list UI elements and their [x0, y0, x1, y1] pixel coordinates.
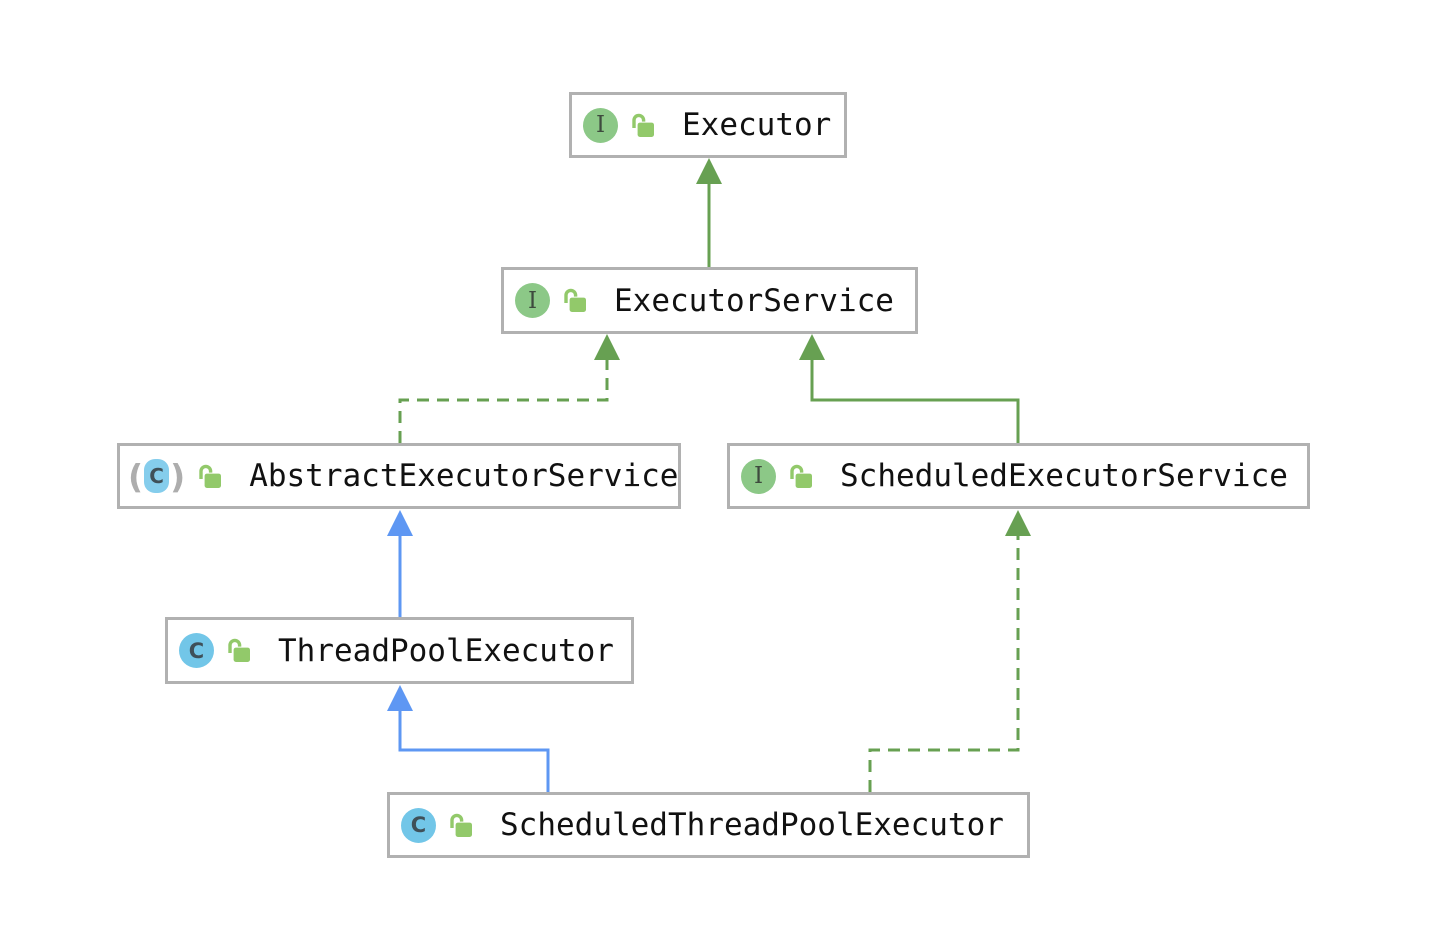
public-visibility-lock-icon — [629, 111, 656, 140]
public-visibility-lock-icon — [561, 286, 588, 315]
class-name-label: ThreadPoolExecutor — [278, 632, 614, 669]
class-icon: C — [401, 807, 436, 843]
class-node-executorservice[interactable]: I ExecutorService — [501, 267, 918, 334]
abstract-paren-open: ( — [128, 456, 144, 496]
class-node-executor[interactable]: I Executor — [569, 92, 847, 158]
class-node-abstractexecutorservice[interactable]: ( C ) AbstractExecutorService — [117, 443, 681, 509]
class-node-threadpoolexecutor[interactable]: C ThreadPoolExecutor — [165, 617, 634, 684]
interface-letter: I — [595, 112, 606, 138]
class-name-label: Executor — [682, 107, 832, 143]
interface-letter: I — [753, 463, 764, 489]
public-visibility-lock-icon — [447, 811, 474, 840]
edge-scheduledexecutorservice-extends-executorservice — [799, 334, 1020, 443]
edge-scheduledthreadpoolexecutor-extends-threadpoolexecutor — [387, 685, 550, 792]
public-visibility-lock-icon — [196, 462, 223, 491]
interface-icon: I — [515, 283, 550, 318]
public-visibility-lock-icon — [787, 462, 814, 491]
edge-scheduledthreadpoolexecutor-implements-scheduledexecutorservice — [868, 510, 1031, 792]
interface-icon: I — [741, 458, 776, 494]
edge-executorservice-extends-executor — [696, 158, 722, 267]
abstract-paren-close: ) — [170, 456, 186, 496]
public-visibility-lock-icon — [225, 636, 252, 665]
edge-abstractexecutorservice-implements-executorservice — [398, 334, 620, 443]
edge-threadpoolexecutor-extends-abstractexecutorservice — [387, 510, 413, 617]
class-icon: C — [179, 633, 214, 668]
class-name-label: ScheduledThreadPoolExecutor — [500, 807, 1004, 843]
class-name-label: ExecutorService — [614, 282, 894, 319]
interface-letter: I — [527, 287, 538, 314]
class-name-label: AbstractExecutorService — [249, 458, 679, 494]
class-node-scheduledthreadpoolexecutor[interactable]: C ScheduledThreadPoolExecutor — [387, 792, 1030, 858]
class-letter: C — [188, 638, 205, 663]
interface-icon: I — [583, 107, 618, 143]
abstract-class-icon: ( C ) — [128, 459, 185, 494]
class-name-label: ScheduledExecutorService — [840, 458, 1288, 494]
class-letter: C — [410, 813, 427, 837]
class-node-scheduledexecutorservice[interactable]: I ScheduledExecutorService — [727, 443, 1310, 509]
class-letter: C — [149, 464, 164, 488]
